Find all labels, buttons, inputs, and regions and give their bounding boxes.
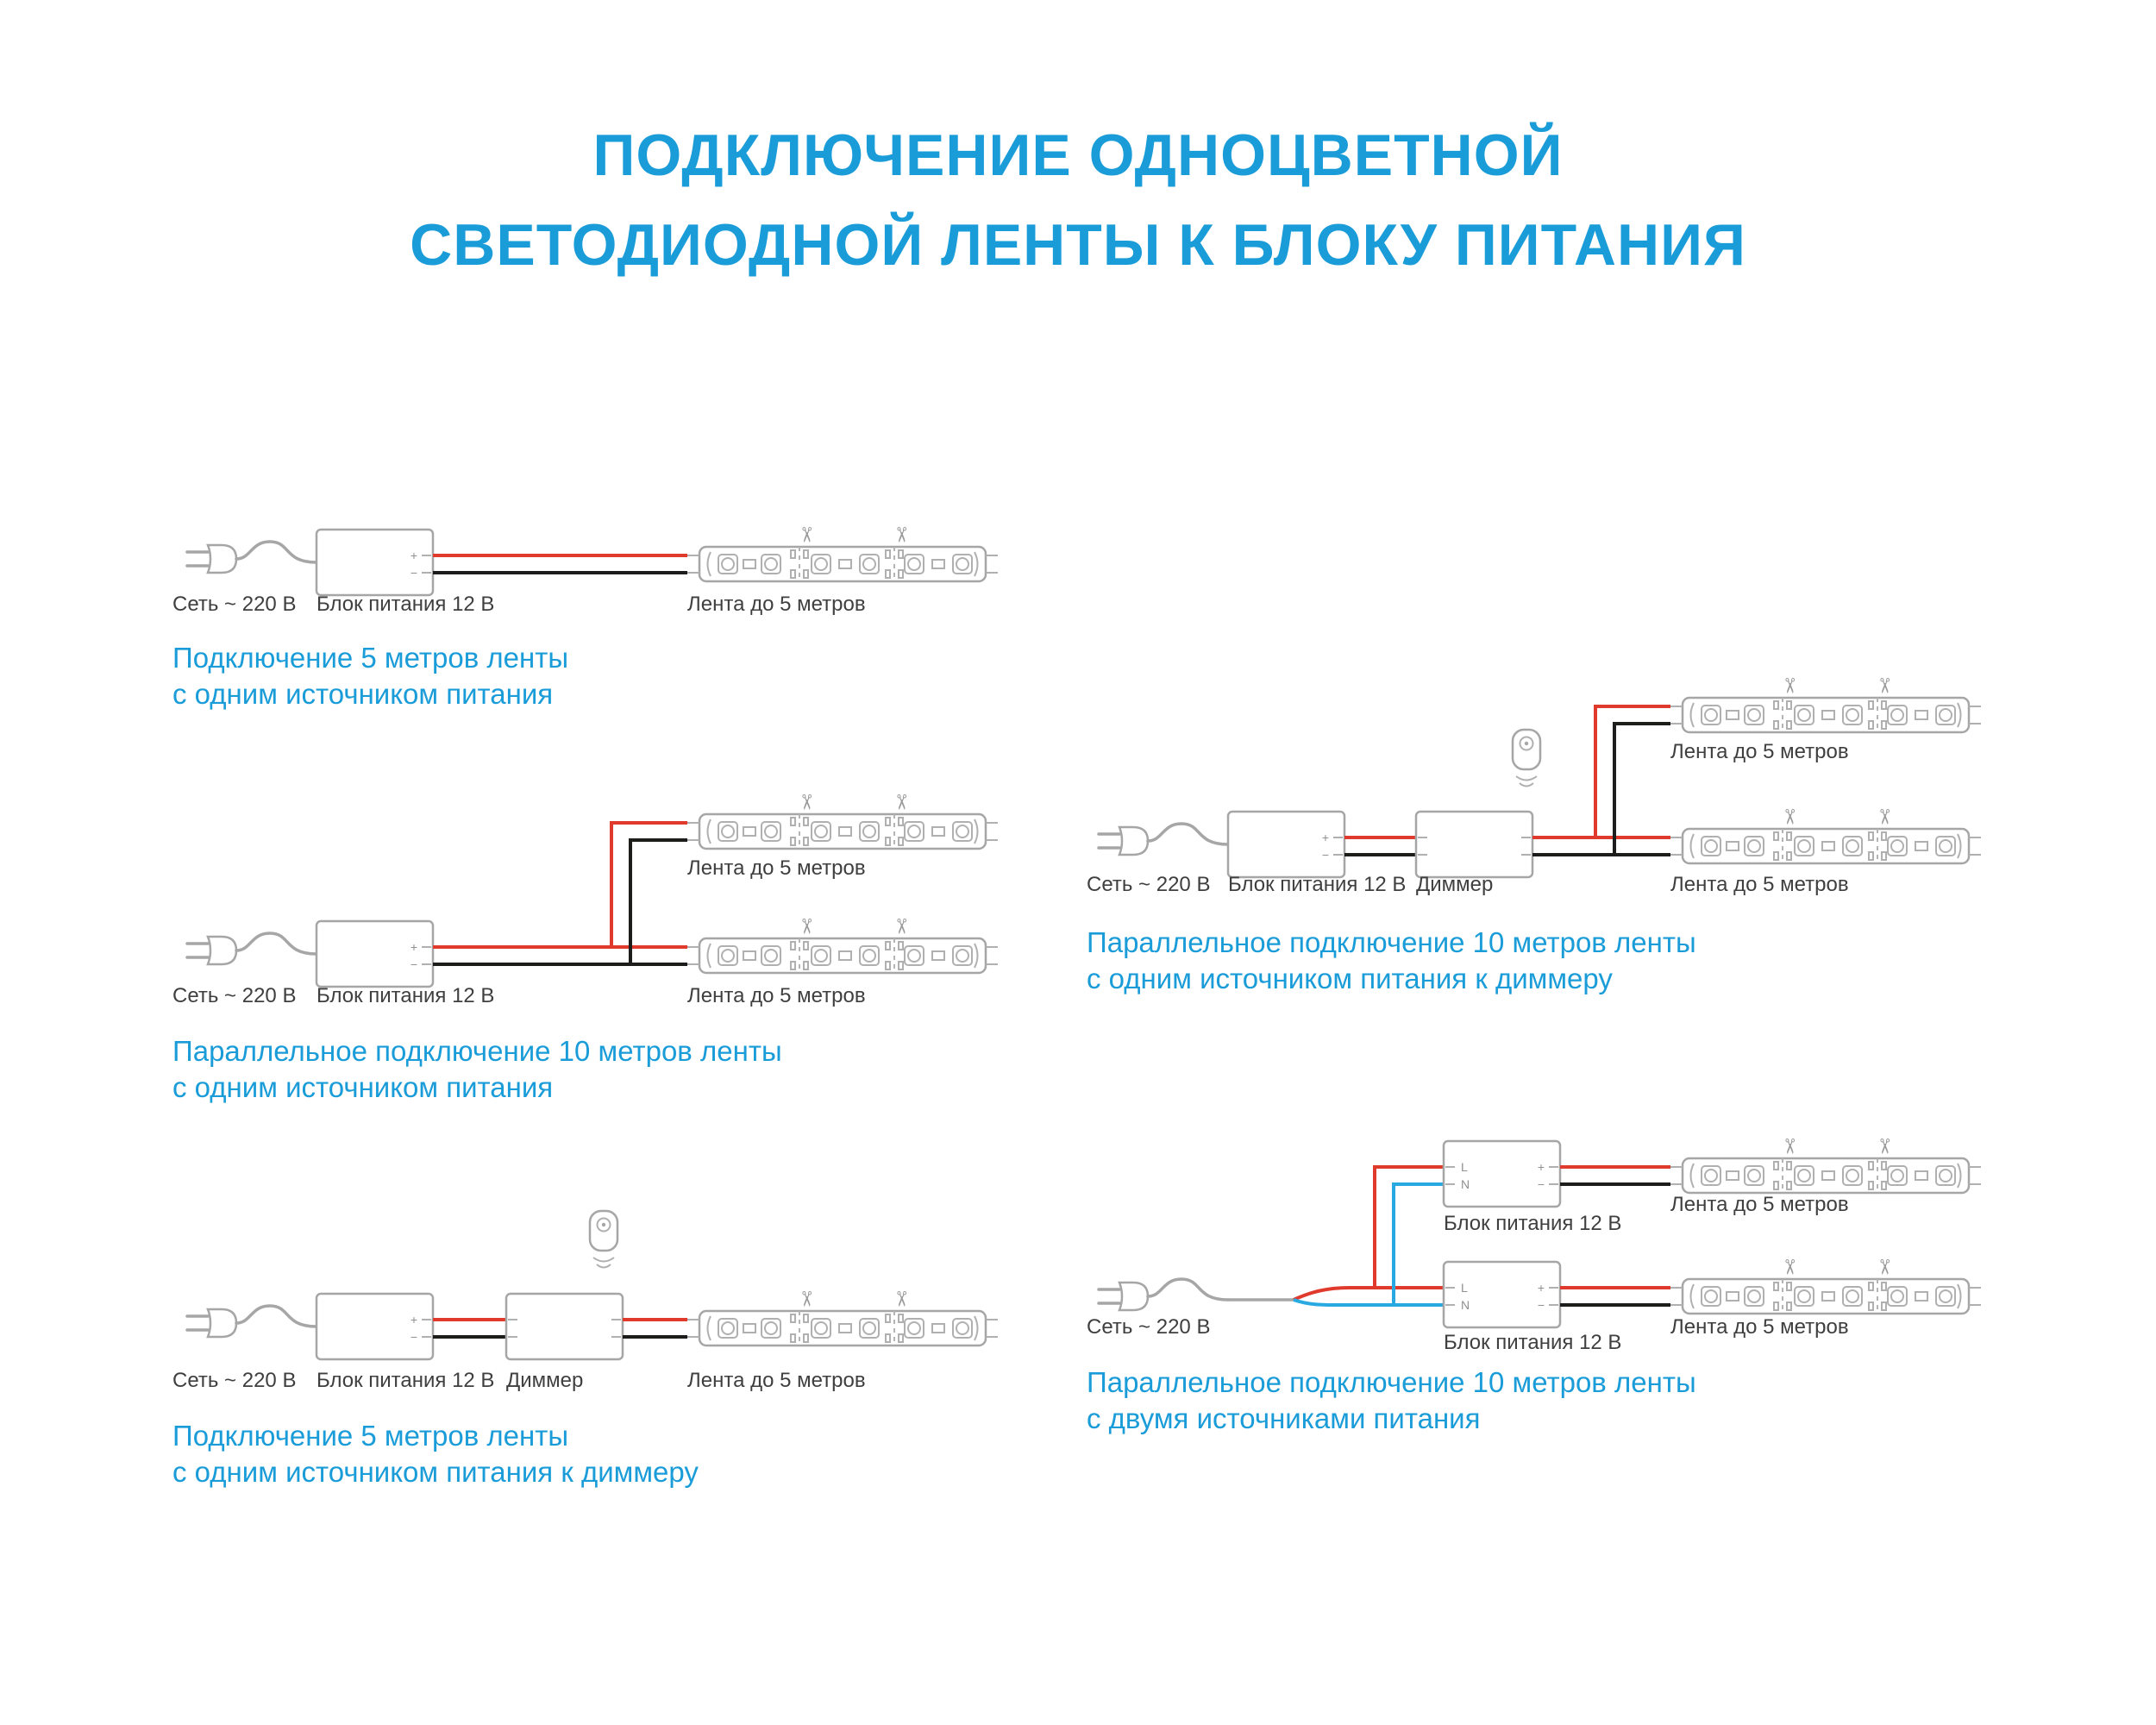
mains-label: Сеть ~ 220 В — [172, 593, 296, 616]
led-strip — [686, 916, 1000, 975]
strip-label: Лента до 5 метров — [1670, 740, 1849, 763]
psu-box — [315, 528, 435, 597]
strip-label: Лента до 5 метров — [687, 984, 866, 1007]
mains-label: Сеть ~ 220 В — [172, 984, 296, 1007]
led-strip — [1669, 1257, 1983, 1315]
remote-icon — [1511, 728, 1542, 787]
dimmer-box — [1414, 810, 1534, 879]
strip-label: Лента до 5 метров — [1670, 1315, 1849, 1339]
diagram-caption-line1: Параллельное подключение 10 метров ленты — [1087, 1366, 1696, 1398]
wire-red-branch — [1373, 1165, 1444, 1288]
mains-label: Сеть ~ 220 В — [172, 1369, 296, 1392]
psu-box — [315, 1292, 435, 1361]
plug-icon — [1097, 1277, 1230, 1312]
diagram-parallel-10m-one-psu: Лента до 5 метров Сеть ~ 220 В Блок пита… — [172, 792, 1000, 1103]
diagram-caption-line1: Параллельное подключение 10 метров ленты — [1087, 926, 1696, 958]
psu-box — [1442, 1139, 1562, 1208]
wire-red-branch — [610, 821, 687, 947]
page-title: ПОДКЛЮЧЕНИЕ ОДНОЦВЕТНОЙ СВЕТОДИОДНОЙ ЛЕН… — [0, 110, 2156, 290]
strip-label: Лента до 5 метров — [1670, 873, 1849, 896]
plug-icon — [185, 932, 318, 966]
diagram-caption-line2: с одним источником питания к диммеру — [1087, 963, 1613, 994]
psu-label: Блок питания 12 В — [317, 1369, 494, 1392]
diagram-single-5m: Сеть ~ 220 В Блок питания 12 В Лента до … — [172, 524, 1000, 710]
mains-label: Сеть ~ 220 В — [1087, 1315, 1210, 1339]
led-strip — [686, 1289, 1000, 1347]
psu-box — [1442, 1260, 1562, 1329]
psu-label: Блок питания 12 В — [1444, 1331, 1621, 1354]
psu-box — [315, 919, 435, 988]
psu-label: Блок питания 12 В — [1444, 1212, 1621, 1235]
diagram-caption-line1: Параллельное подключение 10 метров ленты — [172, 1035, 782, 1067]
psu-label: Блок питания 12 В — [317, 593, 494, 616]
plug-icon — [185, 1304, 318, 1339]
psu-box — [1226, 810, 1346, 879]
strip-label: Лента до 5 метров — [687, 1369, 866, 1392]
led-strip — [686, 792, 1000, 850]
wire-black-branch — [629, 838, 687, 964]
diagram-caption-line2: с одним источником питания — [172, 678, 553, 710]
strip-label: Лента до 5 метров — [687, 593, 866, 616]
dimmer-box — [505, 1292, 624, 1361]
led-strip — [1669, 675, 1983, 734]
psu-label: Блок питания 12 В — [1228, 873, 1406, 896]
strip-label: Лента до 5 метров — [687, 856, 866, 880]
wire-blue-branch — [1392, 1182, 1444, 1305]
plug-icon — [185, 540, 318, 574]
diagram-caption-line2: с одним источником питания к диммеру — [172, 1456, 699, 1488]
mains-label: Сеть ~ 220 В — [1087, 873, 1210, 896]
remote-icon — [588, 1209, 619, 1269]
psu-label: Блок питания 12 В — [317, 984, 494, 1007]
led-strip — [1669, 1136, 1983, 1195]
diagram-caption-line1: Подключение 5 метров ленты — [172, 1420, 568, 1452]
wire-blue-neutral — [1293, 1298, 1444, 1308]
diagram-caption-line2: с одним источником питания — [172, 1071, 553, 1103]
diagram-parallel-10m-dimmer: Лента до 5 метров Сеть ~ 220 В Блок пита… — [1087, 675, 1983, 994]
page-title-line2: СВЕТОДИОДНОЙ ЛЕНТЫ К БЛОКУ ПИТАНИЯ — [410, 212, 1746, 278]
wire-red-line — [1293, 1286, 1444, 1302]
dimmer-label: Диммер — [506, 1369, 583, 1392]
strip-label: Лента до 5 метров — [1670, 1193, 1849, 1216]
diagram-single-5m-dimmer: Сеть ~ 220 В Блок питания 12 В Диммер Ле… — [172, 1209, 1000, 1488]
page-title-line1: ПОДКЛЮЧЕНИЕ ОДНОЦВЕТНОЙ — [592, 122, 1564, 188]
led-strip — [686, 524, 1000, 583]
wire-red-branch — [1594, 705, 1670, 837]
led-strip — [1669, 806, 1983, 865]
dimmer-label: Диммер — [1416, 873, 1493, 896]
diagram-parallel-10m-two-psu: Лента до 5 метров Блок питания 12 В Лент… — [1087, 1136, 1983, 1434]
diagram-caption-line2: с двумя источниками питания — [1087, 1402, 1480, 1434]
wire-black-branch — [1613, 722, 1670, 855]
diagram-caption-line1: Подключение 5 метров ленты — [172, 642, 568, 674]
plug-icon — [1097, 822, 1230, 856]
